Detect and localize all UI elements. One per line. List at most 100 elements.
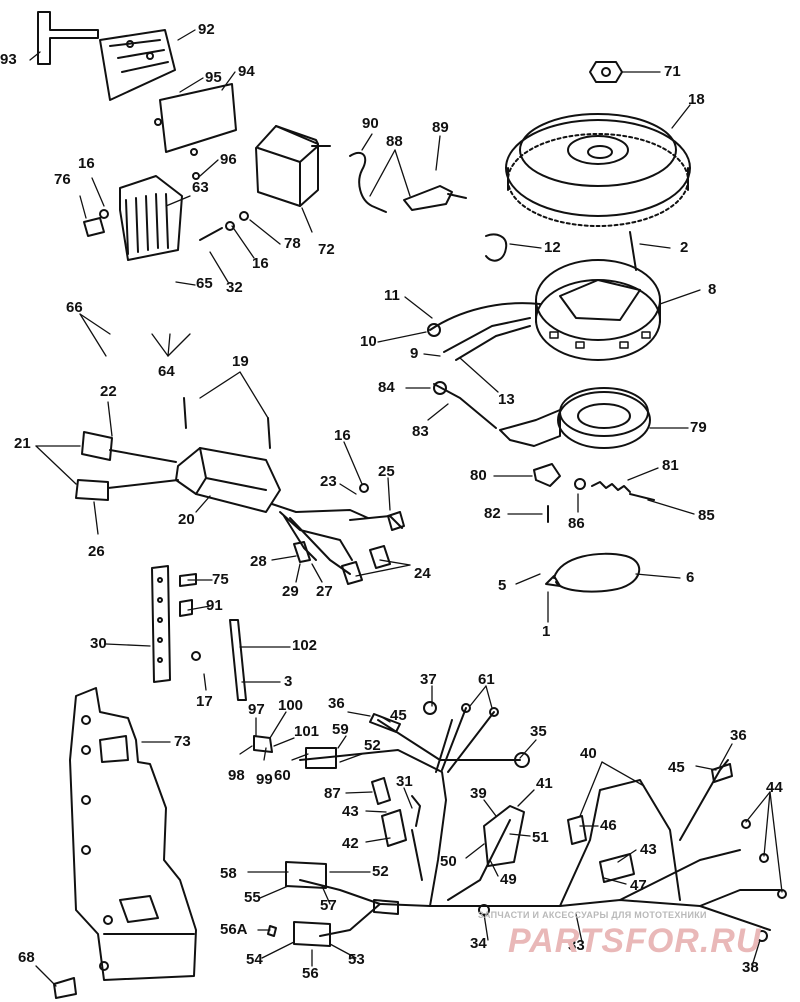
callout-78: 78 <box>284 235 301 252</box>
watermark-caption: ЗАПЧАСТИ И АКСЕССУАРЫ ДЛЯ МОТОТЕХНИКИ <box>478 910 707 920</box>
leader-lines <box>29 29 783 987</box>
module-bracket <box>37 11 237 156</box>
retaining-ring <box>545 552 641 593</box>
flywheel <box>505 61 691 227</box>
callout-16b: 16 <box>252 255 269 272</box>
wiring-harness <box>267 701 787 947</box>
callout-40: 40 <box>580 745 597 762</box>
callout-102: 102 <box>292 637 318 654</box>
callout-73: 73 <box>174 733 191 750</box>
callout-28: 28 <box>250 553 267 570</box>
callout-22: 22 <box>100 383 117 400</box>
callout-56: 56 <box>302 965 319 982</box>
callout-43: 43 <box>342 803 359 820</box>
callout-30: 30 <box>90 635 107 652</box>
callout-81: 81 <box>662 457 679 474</box>
callout-19: 19 <box>232 353 249 370</box>
callout-96: 96 <box>220 151 237 168</box>
callout-25: 25 <box>378 463 395 480</box>
callout-84: 84 <box>378 379 395 396</box>
callout-58: 58 <box>220 865 237 882</box>
callout-82: 82 <box>484 505 501 522</box>
callout-21: 21 <box>14 435 31 452</box>
callout-36b: 36 <box>730 727 747 744</box>
callout-38: 38 <box>742 959 759 976</box>
callout-29: 29 <box>282 583 299 600</box>
callout-50: 50 <box>440 853 457 870</box>
callout-79: 79 <box>690 419 707 436</box>
rectifier <box>83 172 249 261</box>
callout-47: 47 <box>630 877 647 894</box>
callout-45b: 45 <box>668 759 685 776</box>
callout-33: 33 <box>568 937 585 954</box>
callout-98: 98 <box>228 767 245 784</box>
callout-44: 44 <box>766 779 783 796</box>
callout-36: 36 <box>328 695 345 712</box>
callout-6: 6 <box>686 569 695 586</box>
callout-94: 94 <box>238 63 255 80</box>
callout-53: 53 <box>348 951 365 968</box>
callout-93: 93 <box>0 51 17 68</box>
callout-34: 34 <box>470 935 487 952</box>
callout-17: 17 <box>196 693 213 710</box>
timer-base <box>433 381 651 449</box>
callout-52b: 52 <box>372 863 389 880</box>
callout-31: 31 <box>396 773 413 790</box>
callout-95: 95 <box>205 69 222 86</box>
callout-63: 63 <box>192 179 209 196</box>
callout-65: 65 <box>196 275 213 292</box>
callout-16: 16 <box>78 155 95 172</box>
callout-72: 72 <box>318 241 335 258</box>
callout-71: 71 <box>664 63 681 80</box>
callout-12: 12 <box>544 239 561 256</box>
callout-49: 49 <box>500 871 517 888</box>
callout-39: 39 <box>470 785 487 802</box>
callout-41: 41 <box>536 775 553 792</box>
callout-61: 61 <box>478 671 495 688</box>
callout-11: 11 <box>384 287 400 304</box>
callout-66: 66 <box>66 299 83 316</box>
callout-3: 3 <box>284 673 293 690</box>
callout-54: 54 <box>246 951 263 968</box>
callout-9: 9 <box>410 345 419 362</box>
callout-101: 101 <box>294 723 320 740</box>
callout-23: 23 <box>320 473 337 490</box>
callout-32: 32 <box>226 279 243 296</box>
callout-35: 35 <box>530 723 547 740</box>
callout-76: 76 <box>54 171 71 188</box>
callout-18: 18 <box>688 91 705 108</box>
callout-90: 90 <box>362 115 379 132</box>
callout-20: 20 <box>178 511 195 528</box>
callout-97: 97 <box>248 701 265 718</box>
callout-16c: 16 <box>334 427 351 444</box>
callout-37: 37 <box>420 671 437 688</box>
power-pack <box>75 397 405 585</box>
callout-24: 24 <box>414 565 431 582</box>
spark-plug-leads <box>349 151 467 213</box>
callout-52: 52 <box>364 737 381 754</box>
callout-26: 26 <box>88 543 105 560</box>
callout-75: 75 <box>212 571 229 588</box>
mounting-plate <box>53 687 197 999</box>
callout-56A: 56A <box>220 921 248 938</box>
callout-10: 10 <box>360 333 377 350</box>
callout-87: 87 <box>324 785 341 802</box>
callout-80: 80 <box>470 467 487 484</box>
callout-5: 5 <box>498 577 507 594</box>
callout-1: 1 <box>542 623 551 640</box>
callout-43b: 43 <box>640 841 657 858</box>
callout-85: 85 <box>698 507 715 524</box>
callout-99: 99 <box>256 771 273 788</box>
callout-91: 91 <box>206 597 223 614</box>
stator <box>427 231 661 361</box>
terminal-strip <box>151 565 201 683</box>
callout-89: 89 <box>432 119 449 136</box>
callout-45: 45 <box>390 707 407 724</box>
callout-46: 46 <box>600 817 617 834</box>
callout-83: 83 <box>412 423 429 440</box>
callout-59: 59 <box>332 721 349 738</box>
linkage-parts <box>533 463 655 523</box>
watermark-logo: PARTSFOR.RU <box>508 922 762 960</box>
